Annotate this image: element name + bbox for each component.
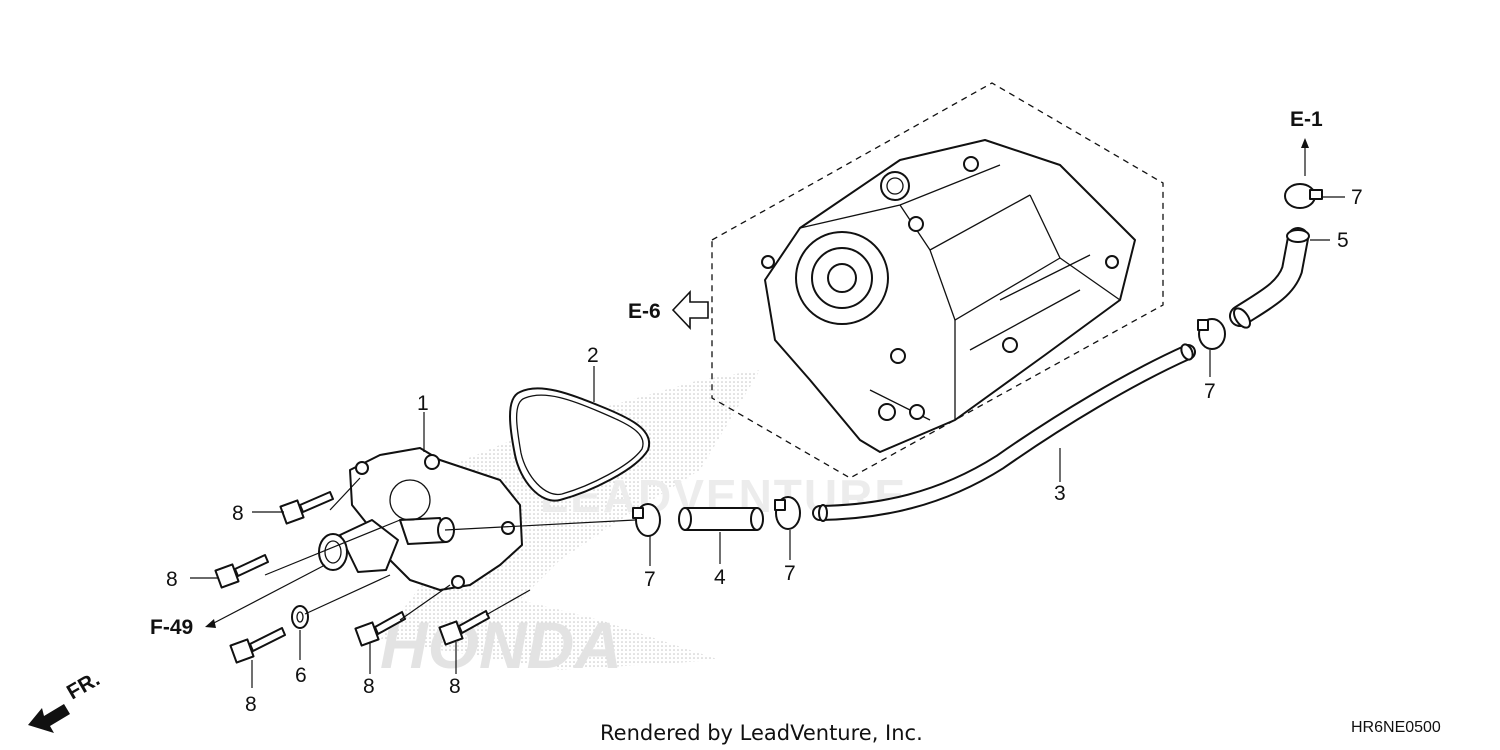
hose-clamp-3	[1197, 318, 1226, 350]
pipe-end-right	[1180, 343, 1194, 361]
callout-2: 2	[587, 344, 599, 367]
leader-lines	[190, 138, 1345, 688]
front-marker-label: FR.	[63, 667, 104, 704]
reference-f49[interactable]: F-49	[150, 616, 193, 639]
e6-arrow-icon	[671, 289, 709, 331]
callout-7-clamp-1: 7	[644, 568, 656, 591]
callout-3: 3	[1054, 482, 1066, 505]
bolt-1	[279, 491, 334, 525]
callout-8-bolt-1: 8	[232, 502, 244, 525]
callout-8-bolt-2: 8	[166, 568, 178, 591]
elbow-hose-end-top	[1286, 229, 1310, 243]
callout-8-bolt-5: 8	[449, 675, 461, 698]
reference-e1[interactable]: E-1	[1290, 108, 1323, 131]
diagram-code: HR6NE0500	[1351, 719, 1441, 736]
bolt-2	[214, 554, 269, 589]
callout-7-clamp-3: 7	[1204, 380, 1216, 403]
gasket	[509, 387, 651, 502]
callout-7-clamp-4: 7	[1351, 186, 1363, 209]
callout-8-bolt-3: 8	[245, 693, 257, 716]
callout-5: 5	[1337, 229, 1349, 252]
engine-block-outline	[711, 82, 1164, 479]
bolt-3	[229, 627, 286, 664]
engine-block	[761, 139, 1136, 453]
callout-4: 4	[714, 566, 726, 589]
pipe-end-left	[818, 504, 828, 522]
reference-e6[interactable]: E-6	[628, 300, 661, 323]
elbow-hose-end-bottom	[1233, 307, 1251, 329]
callout-1: 1	[417, 392, 429, 415]
hose-clamp-4	[1284, 183, 1323, 209]
callout-6: 6	[295, 664, 307, 687]
stipple-shading	[380, 370, 760, 670]
hose-clamp-2	[774, 496, 801, 530]
front-direction-arrow-icon	[28, 704, 70, 733]
bolt-4	[354, 611, 406, 647]
hose-clamp-1	[632, 503, 661, 537]
callout-8-bolt-4: 8	[363, 675, 375, 698]
water-pump-cover	[318, 447, 523, 591]
honda-logo-text: HONDA	[380, 608, 622, 682]
bolt-5	[438, 610, 490, 646]
washer	[291, 605, 309, 629]
rendered-by-footer: Rendered by LeadVenture, Inc.	[600, 721, 923, 745]
gasket-inner	[516, 394, 644, 496]
callout-7-clamp-2: 7	[784, 562, 796, 585]
short-hose	[678, 507, 764, 531]
